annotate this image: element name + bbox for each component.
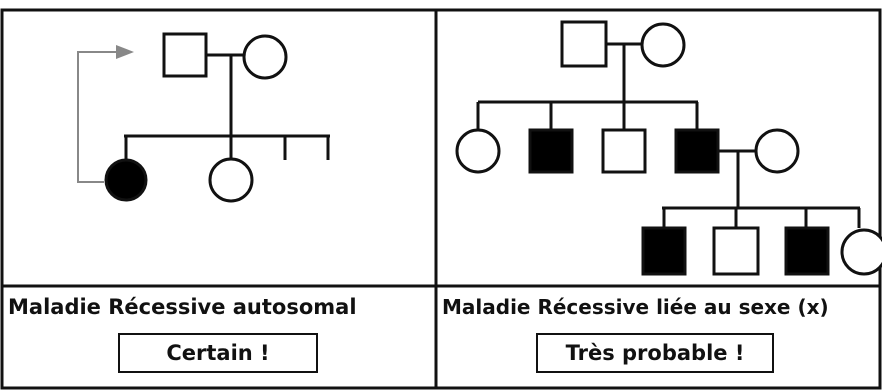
transmission-arrow (77, 45, 134, 183)
mother-unaffected (640, 22, 686, 68)
son-affected-married (674, 128, 720, 174)
son-affected (528, 128, 574, 174)
daughter-affected (104, 158, 148, 202)
spouse-unaffected (754, 128, 800, 174)
outer-frame (0, 8, 882, 390)
pedigree-x-linked (455, 20, 882, 276)
grandson-unaffected (712, 226, 760, 276)
caption-autosomal: Maladie Récessive autosomal (8, 295, 357, 319)
caption-x-linked: Maladie Récessive liée au sexe (x) (442, 295, 829, 319)
granddaughter-unaffected (840, 228, 882, 276)
grandson-affected (784, 226, 830, 276)
father-unaffected (560, 20, 608, 68)
verdict-x-linked: Très probable ! (536, 333, 774, 373)
arrow-head-icon (116, 45, 134, 59)
mother-unaffected (242, 34, 288, 80)
daughter-unaffected (208, 157, 254, 203)
verdict-autosomal: Certain ! (118, 333, 318, 373)
grandson-affected (641, 226, 687, 276)
father-unaffected (162, 32, 208, 78)
daughter-unaffected (455, 128, 501, 174)
pedigree-autosomal (104, 32, 330, 203)
son-unaffected (601, 128, 647, 174)
